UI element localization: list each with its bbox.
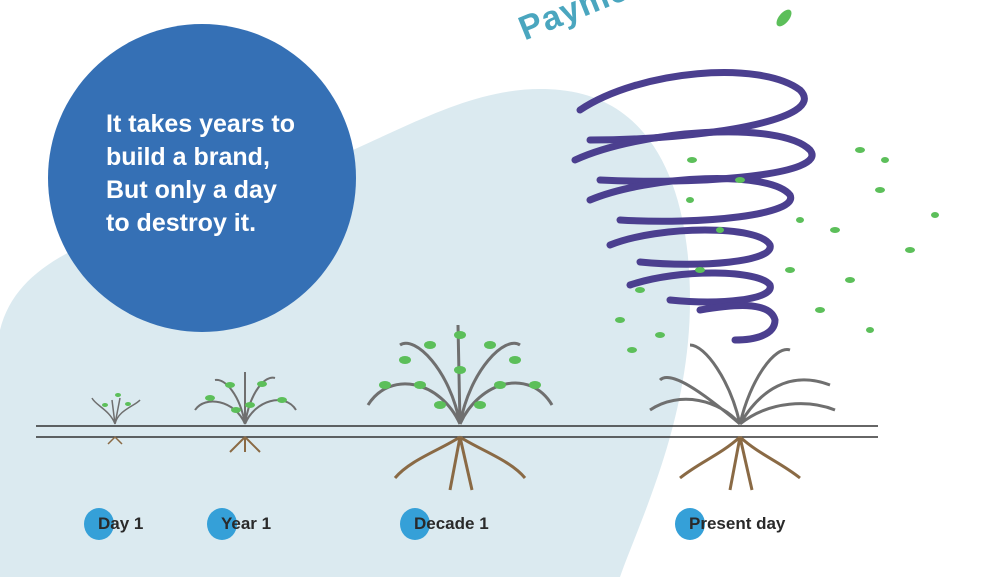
timeline-dot	[207, 508, 237, 540]
timeline-label: Year 1	[221, 514, 272, 533]
tornado	[571, 69, 816, 344]
timeline-day-1: Day 1	[84, 508, 143, 540]
timeline-present-day: Present day	[675, 508, 785, 540]
quote-line: build a brand,	[106, 143, 270, 171]
quote-circle	[48, 24, 356, 332]
timeline-dot	[400, 508, 430, 540]
timeline-dot	[84, 508, 114, 540]
quote-line: It takes years to	[106, 110, 295, 138]
quote-line: But only a day	[106, 176, 277, 204]
quote-line: to destroy it.	[106, 209, 257, 237]
timeline-decade-1: Decade 1	[400, 508, 489, 540]
tree-year-1	[194, 372, 297, 453]
timeline-label: Present day	[689, 514, 786, 533]
background-blob	[0, 89, 690, 577]
tree-present-day	[649, 343, 836, 491]
tree-day-1	[91, 393, 141, 445]
timeline-label: Day 1	[98, 514, 144, 533]
timeline-label: Decade 1	[414, 514, 489, 533]
tree-decade-1	[366, 324, 554, 491]
flying-leaves	[615, 9, 939, 353]
timeline-year-1: Year 1	[207, 508, 271, 540]
quote-text: It takes years to build a brand, But onl…	[106, 108, 346, 240]
timeline-dot	[675, 508, 705, 540]
